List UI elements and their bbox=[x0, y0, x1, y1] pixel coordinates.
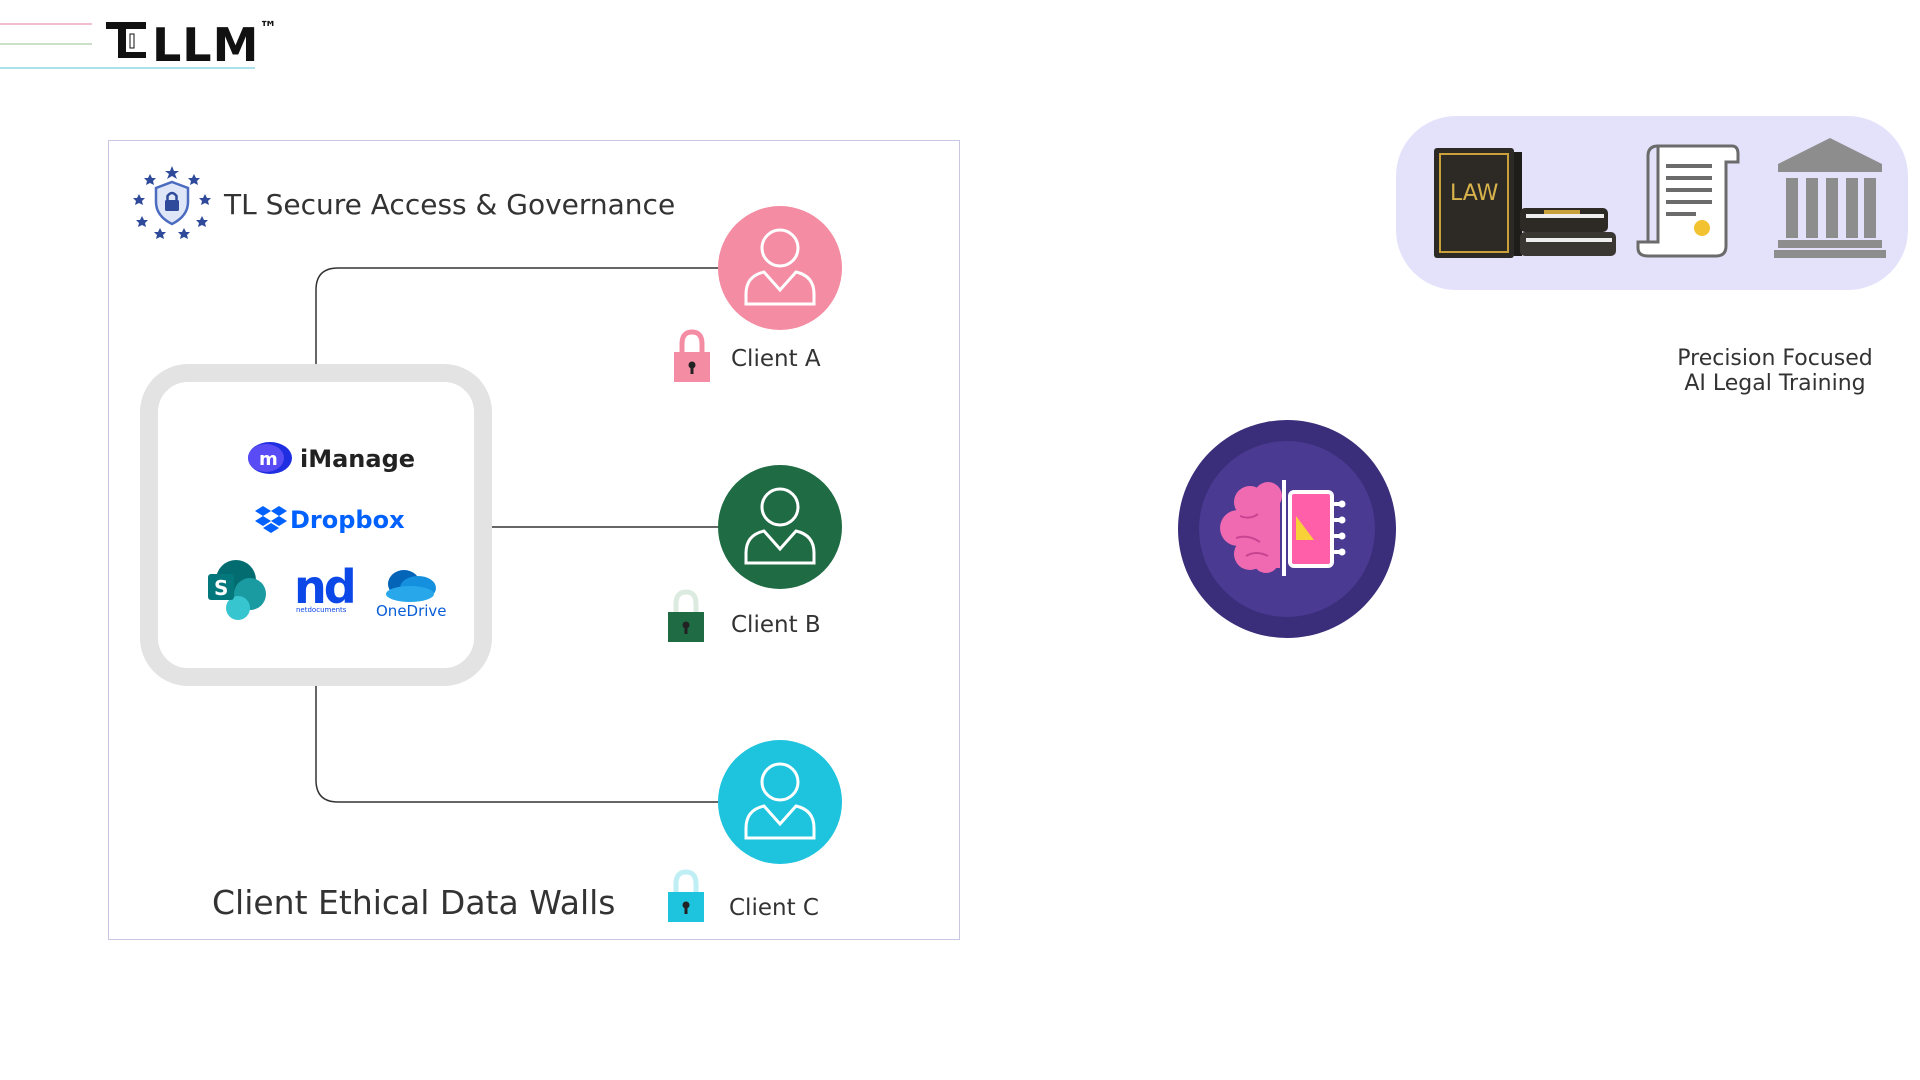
legal-scroll-icon bbox=[1636, 144, 1740, 258]
connector-client-c bbox=[315, 686, 720, 803]
governance-container bbox=[108, 140, 960, 940]
onedrive-cloud-icon bbox=[386, 570, 436, 602]
sharepoint-letter: S bbox=[214, 576, 228, 600]
netdocuments-label: nd bbox=[294, 560, 357, 614]
data-sources-hub bbox=[140, 364, 492, 686]
ethical-walls-title: Client Ethical Data Walls bbox=[212, 883, 616, 922]
client-b-avatar-icon bbox=[718, 465, 842, 589]
client-a-avatar-icon bbox=[718, 206, 842, 330]
dropbox-label: Dropbox bbox=[290, 506, 405, 534]
client-c-label: Client C bbox=[729, 895, 819, 921]
netdocuments-sub-label: netdocuments bbox=[296, 606, 347, 614]
logo-mark bbox=[104, 18, 148, 62]
client-b-lock-icon bbox=[668, 589, 704, 642]
client-a-label: Client A bbox=[731, 346, 821, 372]
imanage-logo-icon: m bbox=[248, 442, 292, 474]
imanage-label: iManage bbox=[300, 445, 416, 473]
client-a-lock-icon bbox=[674, 329, 710, 382]
connector-client-a bbox=[315, 267, 720, 364]
client-b-label: Client B bbox=[731, 612, 821, 638]
law-book-label: LAW bbox=[1450, 181, 1499, 206]
ai-brain-chip-icon bbox=[1178, 420, 1396, 638]
courthouse-icon bbox=[1774, 138, 1886, 258]
tl-logo-icon bbox=[106, 22, 146, 58]
client-c-lock-icon bbox=[668, 869, 704, 922]
governance-title: TL Secure Access & Governance bbox=[224, 188, 676, 221]
svg-text:m: m bbox=[259, 449, 278, 470]
shield-lock-icon bbox=[133, 166, 211, 239]
sharepoint-logo-icon: S bbox=[208, 560, 266, 620]
logo-text: LLM™ bbox=[152, 18, 279, 72]
precision-training-caption: Precision Focused AI Legal Training bbox=[1677, 346, 1873, 396]
client-c-avatar-icon bbox=[718, 740, 842, 864]
logo-lines bbox=[0, 23, 255, 69]
onedrive-label: OneDrive bbox=[376, 602, 447, 620]
law-books-icon: LAW bbox=[1434, 148, 1616, 258]
dropbox-logo-icon bbox=[255, 506, 287, 533]
